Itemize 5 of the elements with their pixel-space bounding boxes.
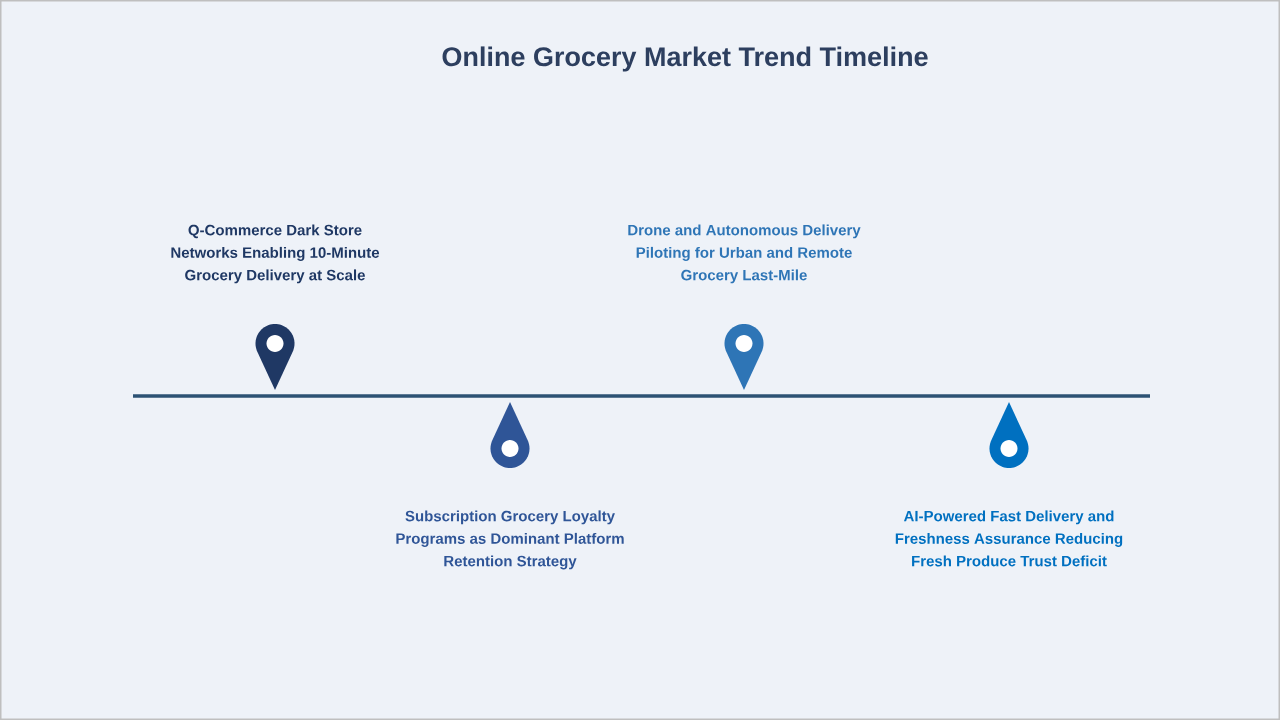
milestone-text: Drone and Autonomous Delivery Piloting for Urban and Remote Grocery Last-Mile xyxy=(628,224,861,284)
milestone-text: AI-Powered Fast Delivery and Freshness Assurance Reducing Fresh Produce Trust Deficit xyxy=(895,510,1123,567)
milestone-text: Q-Commerce Dark Store Networks Enabling 10-Minute Grocery Delivery at Scale xyxy=(171,224,380,284)
milestone-text: Subscription Grocery Loyalty Programs as Dominant Platform Retention Strategy xyxy=(396,510,624,570)
title: Online Grocery Market Trend Timeline xyxy=(442,46,928,72)
